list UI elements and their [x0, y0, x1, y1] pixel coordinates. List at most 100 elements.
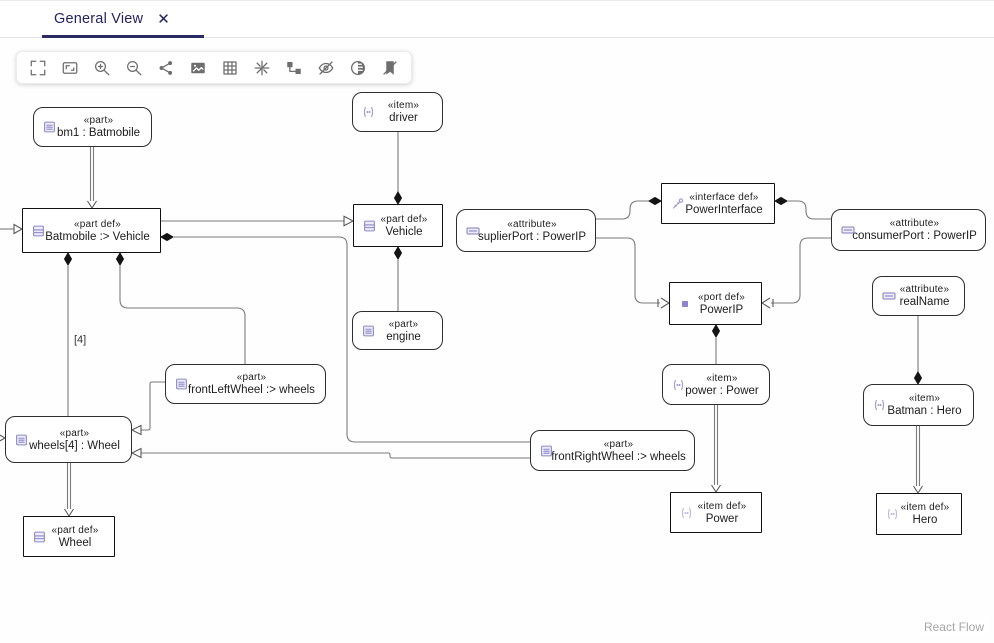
tab-general-view[interactable]: General View ✕	[42, 1, 182, 37]
share-icon	[159, 60, 173, 75]
hide-labels-button[interactable]	[377, 55, 403, 81]
node-stereotype: «part»	[388, 318, 419, 330]
diagram-toolbar	[16, 51, 412, 84]
node-batmobile-def[interactable]: «part def»Batmobile :> Vehicle	[22, 208, 161, 253]
part-icon	[15, 433, 28, 446]
fit-screen-button[interactable]	[25, 55, 51, 81]
node-suplier-port[interactable]: «attribute»suplierPort : PowerIP	[456, 209, 596, 252]
export-image-button[interactable]	[185, 55, 211, 81]
node-stereotype: «item def»	[697, 500, 747, 512]
node-name: PowerInterface	[685, 203, 763, 216]
port-def-icon	[679, 298, 691, 310]
node-stereotype: «part def»	[51, 524, 99, 536]
attribute-icon	[841, 224, 855, 236]
node-batman[interactable]: «item»Batman : Hero	[863, 384, 974, 426]
attribute-icon	[882, 290, 896, 302]
fit-screen-icon	[30, 60, 46, 75]
node-bm1[interactable]: «part»bm1 : Batmobile	[33, 107, 152, 147]
part-def-icon	[363, 219, 376, 232]
contrast-button[interactable]	[345, 55, 371, 81]
node-stereotype: «item def»	[900, 502, 950, 513]
node-power-item[interactable]: «item»power : Power	[662, 364, 770, 405]
hide-elements-button[interactable]	[313, 55, 339, 81]
node-name: bm1 : Batmobile	[56, 127, 141, 139]
node-stereotype: «port def»	[697, 291, 746, 303]
node-power-def[interactable]: «item def»Power	[670, 492, 762, 533]
node-name: wheels[4] : Wheel	[29, 439, 120, 452]
x-icon[interactable]: ✕	[157, 10, 170, 28]
item-icon	[873, 399, 886, 412]
tab-label: General View	[54, 11, 144, 27]
export-image-icon	[191, 62, 205, 73]
node-name: power : Power	[685, 384, 759, 397]
node-name: Batman : Hero	[887, 405, 962, 417]
node-name: Batmobile :> Vehicle	[45, 230, 150, 243]
attribute-icon	[466, 225, 480, 237]
node-name: frontRightWheel :> wheels	[551, 450, 686, 463]
grid-icon	[223, 60, 237, 75]
snap-off-button[interactable]	[249, 55, 275, 81]
diagram-edges	[0, 132, 923, 518]
node-name: consumerPort : PowerIP	[852, 230, 977, 242]
fit-view-icon	[62, 61, 78, 74]
node-stereotype: «part»	[83, 115, 114, 126]
hide-elements-icon	[318, 60, 334, 75]
item-icon	[362, 106, 375, 119]
node-vehicle-def[interactable]: «part def»Vehicle	[353, 204, 443, 247]
node-name: Power	[705, 512, 739, 525]
node-stereotype: «interface def»	[689, 191, 759, 203]
node-wheels[interactable]: «part»wheels[4] : Wheel	[5, 416, 132, 463]
part-icon	[362, 324, 375, 337]
node-real-name[interactable]: «attribute»realName	[872, 276, 965, 316]
node-stereotype: «attribute»	[507, 218, 557, 230]
node-name: PowerIP	[699, 303, 744, 316]
node-power-interface[interactable]: «interface def»PowerInterface	[661, 183, 775, 224]
node-wheel-def[interactable]: «part def»Wheel	[23, 516, 115, 557]
node-front-left-wheel[interactable]: «part»frontLeftWheel :> wheels	[165, 364, 326, 404]
grid-button[interactable]	[217, 55, 243, 81]
node-name: Hero	[912, 514, 938, 526]
part-icon	[43, 121, 56, 134]
zoom-in-button[interactable]	[89, 55, 115, 81]
node-stereotype: «attribute»	[899, 284, 950, 295]
node-stereotype: «item»	[387, 100, 420, 111]
hide-labels-icon	[383, 60, 397, 75]
node-name: driver	[389, 112, 418, 124]
multiplicity-label: [4]	[72, 334, 89, 346]
part-icon	[540, 444, 553, 457]
node-stereotype: «item»	[706, 372, 738, 384]
node-consumer-port[interactable]: «attribute»consumerPort : PowerIP	[831, 209, 986, 251]
node-name: engine	[386, 330, 421, 343]
react-flow-attribution[interactable]: React Flow	[919, 618, 988, 636]
share-button[interactable]	[153, 55, 179, 81]
node-name: suplierPort : PowerIP	[478, 230, 587, 243]
item-icon	[672, 378, 685, 391]
tab-bar: General View ✕	[0, 1, 994, 38]
zoom-in-icon	[94, 60, 110, 75]
node-stereotype: «part»	[236, 372, 267, 383]
node-hero-def[interactable]: «item def»Hero	[876, 493, 962, 535]
node-front-right-wheel[interactable]: «part»frontRightWheel :> wheels	[530, 430, 695, 471]
zoom-out-button[interactable]	[121, 55, 147, 81]
active-tab-underline	[42, 35, 204, 38]
part-def-icon	[33, 530, 46, 543]
node-engine[interactable]: «part»engine	[352, 311, 443, 350]
node-driver[interactable]: «item»driver	[352, 92, 443, 132]
zoom-out-icon	[126, 60, 142, 75]
contrast-icon	[350, 60, 366, 75]
node-stereotype: «part»	[59, 427, 90, 439]
node-stereotype: «attribute»	[889, 218, 940, 229]
node-powerip-def[interactable]: «port def»PowerIP	[669, 282, 762, 325]
item-def-icon	[886, 508, 899, 521]
node-stereotype: «item»	[908, 393, 941, 404]
node-name: Vehicle	[385, 225, 423, 238]
node-stereotype: «part def»	[73, 218, 122, 230]
node-stereotype: «part»	[603, 438, 634, 450]
fit-view-button[interactable]	[57, 55, 83, 81]
item-def-icon	[680, 506, 693, 519]
diagram-canvas[interactable]: [4] «part»bm1 : Batmobile «item»driver «…	[0, 38, 994, 643]
node-stereotype: «part def»	[380, 213, 428, 225]
node-name: realName	[899, 296, 950, 308]
part-icon	[175, 378, 188, 391]
auto-layout-button[interactable]	[281, 55, 307, 81]
